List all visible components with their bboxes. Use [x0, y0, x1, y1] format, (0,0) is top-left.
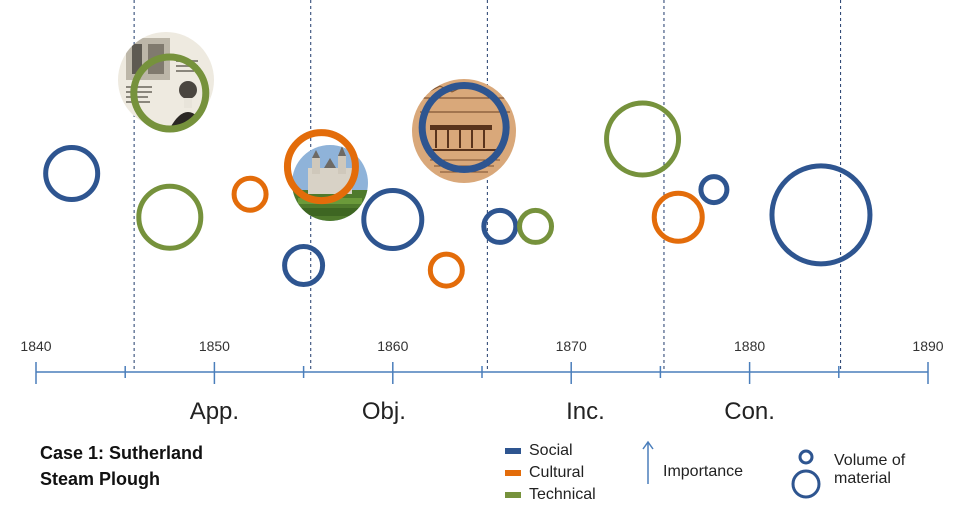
event-circle-technical-2 [130, 53, 210, 133]
event-circle-technical-11 [517, 207, 555, 245]
case-title-line-1: Case 1: Sutherland [40, 443, 204, 463]
importance-arrow-icon [642, 440, 654, 484]
event-circle-social-7 [361, 188, 425, 251]
phase-label-obj: Obj. [361, 398, 406, 425]
axis-tick-label-1860: 1860 [377, 338, 408, 354]
legend-item-social: Social [505, 440, 596, 462]
case-title: Case 1: Sutherland Steam Plough [40, 440, 203, 492]
axis-tick-label-1880: 1880 [734, 338, 765, 354]
legend-item-cultural: Cultural [505, 462, 596, 484]
castle-photo [292, 145, 368, 221]
event-circle-social-14 [698, 174, 730, 206]
event-circle-social-15 [769, 163, 873, 267]
time-axis: 1840 1850 1860 1870 1880 1890 [20, 338, 944, 384]
legend-label-cultural: Cultural [529, 464, 585, 481]
phase-label-inc: Inc. [566, 398, 605, 425]
importance-label: Importance [663, 463, 744, 480]
event-circle-cultural-6 [283, 129, 359, 205]
legend-label-technical: Technical [529, 486, 596, 503]
event-circle-social-9 [418, 82, 510, 173]
legend-label-social: Social [529, 442, 573, 459]
technical-swatch [505, 492, 521, 498]
event-circle-social-10 [481, 207, 519, 245]
event-circle-social-5 [282, 244, 326, 287]
event-circle-technical-3 [136, 183, 204, 251]
axis-tick-label-1850: 1850 [199, 338, 230, 354]
event-circle-cultural-8 [427, 251, 465, 289]
phase-dividers [133, 0, 842, 372]
axis-tick-label-1840: 1840 [20, 338, 51, 354]
volume-label-line-2: material [834, 470, 891, 487]
cultural-swatch [505, 470, 521, 476]
event-circle-cultural-13 [651, 190, 705, 244]
volume-circles-icon [791, 449, 821, 499]
axis-tick-label-1890: 1890 [912, 338, 943, 354]
engineering-drawing-photo [412, 79, 516, 183]
volume-label: Volume of material [834, 452, 905, 488]
event-circle-social-1 [43, 145, 101, 202]
category-legend: Social Cultural Technical [505, 440, 596, 506]
event-circle-cultural-4 [231, 175, 269, 213]
volume-label-line-1: Volume of [834, 452, 906, 469]
case-title-line-2: Steam Plough [40, 469, 161, 489]
axis-tick-label-1870: 1870 [556, 338, 587, 354]
phase-label-con: Con. [724, 398, 775, 425]
event-circle-technical-12 [604, 100, 682, 178]
event-circles [43, 53, 873, 289]
legend-item-technical: Technical [505, 484, 596, 506]
phase-label-app: App. [189, 398, 240, 425]
social-swatch [505, 448, 521, 454]
